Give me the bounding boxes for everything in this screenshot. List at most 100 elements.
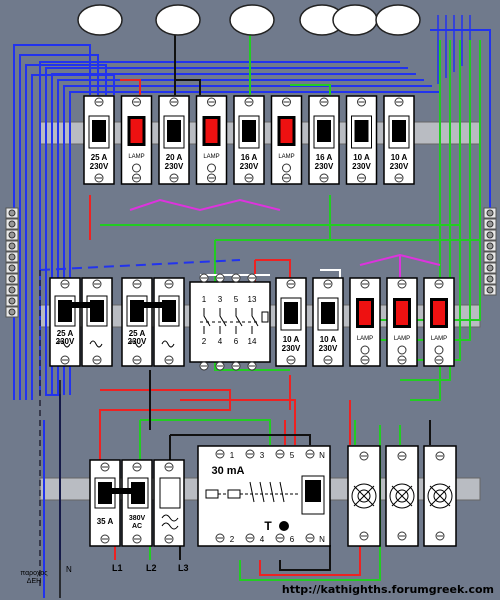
wire <box>129 198 281 212</box>
terminal-block-right-screw <box>486 253 494 261</box>
contactor-bottom-terminal: 6 <box>234 337 239 346</box>
lamp-bulb-icon <box>360 345 370 355</box>
breaker-rating: 25 A <box>57 329 74 338</box>
surge-window <box>159 477 181 509</box>
breaker-rating: 10 A <box>391 153 408 162</box>
rcd-contact-icon <box>279 481 285 503</box>
wire <box>259 545 361 576</box>
breaker-rating: 25 A <box>129 329 146 338</box>
wire <box>99 389 231 460</box>
middle-lamp-2: LAMP <box>349 277 381 367</box>
contactor-bottom-terminal: 14 <box>248 337 257 346</box>
wire <box>410 40 441 401</box>
breaker-voltage: 230V <box>319 344 338 353</box>
lamp-indicator <box>396 301 408 325</box>
handle-bar <box>142 302 166 308</box>
main-switch-pole <box>121 459 153 547</box>
wire <box>45 67 408 395</box>
breaker-rating: 16 A <box>316 153 333 162</box>
rcd-contact-icon <box>249 481 255 503</box>
lamp-indicator <box>130 119 143 143</box>
breaker-handle <box>321 302 335 324</box>
terminal-block-left-screw <box>8 297 16 305</box>
contactor-contact-icon <box>235 308 243 334</box>
terminal-block-left-screw <box>8 209 16 217</box>
terminal-block-right-screw <box>486 209 494 217</box>
lamp-label: LAMP <box>357 336 373 342</box>
top-lamp-3: LAMP <box>195 95 228 185</box>
breaker-handle <box>317 120 331 142</box>
lamp-indicator <box>359 301 371 325</box>
breaker-voltage: 230V <box>352 162 371 171</box>
lamp-label: LAMP <box>431 336 447 342</box>
breaker-voltage: 230V <box>56 337 75 346</box>
breaker-voltage: 230V <box>240 162 259 171</box>
breaker-handle <box>58 300 72 322</box>
lamp-indicator <box>280 119 293 143</box>
lamp-bulb-icon <box>207 163 216 173</box>
fuse-cross <box>391 485 413 507</box>
rcd-handle <box>305 480 321 502</box>
rcd-top-terminal: N <box>319 451 325 460</box>
terminal-block-left-screw <box>8 275 16 283</box>
rcd-coil <box>227 489 241 499</box>
contactor-top-terminal: 3 <box>218 295 223 304</box>
lamp-label: LAMP <box>203 154 219 160</box>
ceiling-lamp-icon <box>375 4 421 36</box>
rcd-bottom-terminal: 6 <box>290 535 295 544</box>
rcd-bottom-terminal: 2 <box>230 535 235 544</box>
ceiling-lamp-icon <box>229 4 275 36</box>
surge-wave-icon <box>161 514 179 522</box>
rcd-symbol-icon <box>129 340 143 348</box>
lamp-indicator <box>205 119 218 143</box>
breaker-handle <box>392 120 406 142</box>
middle-lamp-4: LAMP <box>423 277 455 367</box>
breaker-handle <box>354 120 369 142</box>
contactor-contact-icon <box>219 308 227 334</box>
ceiling-lamp-icon <box>77 4 123 36</box>
contactor-top-terminal: 1 <box>202 295 207 304</box>
contactor-top-terminal: 13 <box>248 295 257 304</box>
switch-handle <box>98 482 112 504</box>
handle-bar <box>110 488 134 494</box>
line-label-l1: L1 <box>112 563 123 573</box>
fuse-cross <box>429 485 451 507</box>
lamp-bulb-icon <box>132 163 141 173</box>
rcd-test-label: T <box>264 519 272 533</box>
terminal-block-right-screw <box>486 286 494 294</box>
contactor-bottom-terminal: 4 <box>218 337 223 346</box>
terminal-block-left-screw <box>8 253 16 261</box>
wire-dashed <box>39 259 241 271</box>
breaker-rating: 10 A <box>283 335 300 344</box>
lamp-indicator <box>433 301 445 325</box>
middle-lamp-3: LAMP <box>386 277 418 367</box>
lamp-label: LAMP <box>278 154 294 160</box>
rcd-title: 30 mA <box>211 465 244 477</box>
rcd-top-terminal: 5 <box>290 451 295 460</box>
rcd-coil <box>205 489 219 499</box>
handle-bar <box>70 302 94 308</box>
contactor-tab <box>261 311 269 323</box>
terminal-block-right-screw <box>486 264 494 272</box>
wire <box>400 40 451 381</box>
supply-label-line1: παροχος <box>20 570 48 577</box>
fuse-cross <box>353 485 375 507</box>
wire <box>430 29 491 210</box>
rcd-symbol-icon <box>89 340 103 348</box>
rcd-top-terminal: 3 <box>260 451 265 460</box>
breaker-voltage: 230V <box>165 162 184 171</box>
terminal-block-right-screw <box>486 220 494 228</box>
breaker-voltage: 230V <box>282 344 301 353</box>
breaker-rating: 20 A <box>166 153 183 162</box>
breaker-voltage: 230V <box>128 337 147 346</box>
source-url: http://kathighths.forumgreek.com <box>281 583 494 596</box>
rcd-contact-icon <box>259 481 265 503</box>
breaker-handle <box>92 120 106 142</box>
